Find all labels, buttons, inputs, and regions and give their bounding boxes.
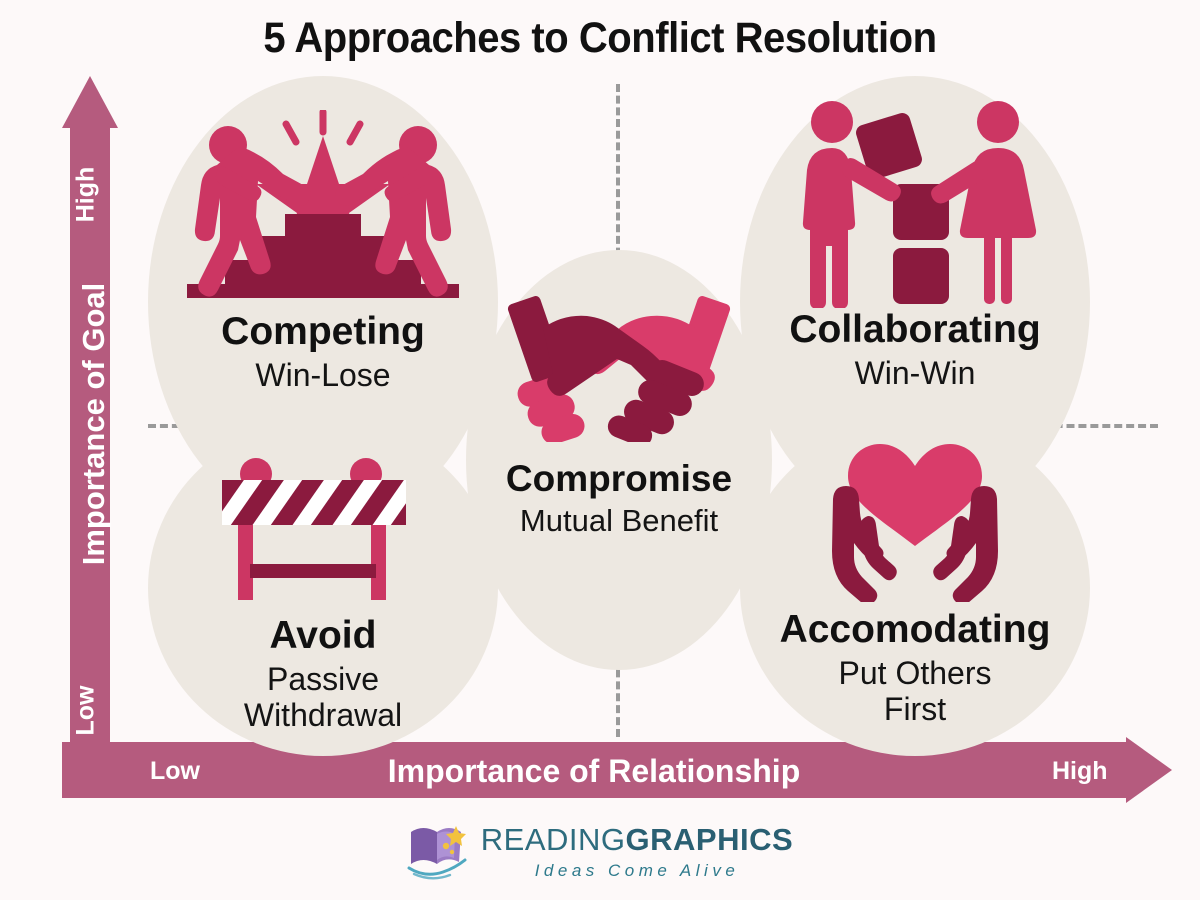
logo-wordmark: READINGGRAPHICS [481, 824, 793, 855]
y-axis-title: Importance of Goal [76, 282, 111, 566]
x-axis-arrowhead [1126, 737, 1172, 803]
y-axis-high-label: High [71, 166, 100, 223]
quadrant-competing[interactable]: Competing Win-Lose [148, 76, 498, 528]
quadrant-collaborating-name: Collaborating [789, 308, 1041, 351]
quadrant-accommodating-descriptor-line1: Put Others [838, 654, 992, 691]
page-title: 5 Approaches to Conflict Resolution [263, 14, 937, 62]
quadrant-competing-descriptor: Win-Lose [255, 356, 391, 393]
quadrant-compromise-descriptor: Mutual Benefit [519, 502, 719, 538]
two-runners-podium-star-icon [173, 110, 473, 306]
x-axis-high-label: High [1052, 757, 1108, 785]
quadrant-competing-name: Competing [221, 310, 425, 353]
logo-tagline: Ideas Come Alive [534, 860, 740, 880]
quadrant-blob [148, 420, 498, 756]
y-axis-shaft [70, 122, 110, 782]
quadrant-compromise-name: Compromise [505, 458, 733, 499]
x-axis-title: Importance of Relationship [387, 753, 801, 789]
y-axis-arrowhead [62, 76, 118, 128]
heart-in-hands-icon [810, 442, 1020, 602]
quadrant-avoid[interactable]: Avoid Passive Withdrawal [148, 420, 498, 756]
quadrant-accommodating-descriptor-line2: First [883, 691, 947, 728]
y-axis: High Importance of Goal Low [62, 76, 118, 782]
quadrant-divider-vertical-top [616, 84, 620, 314]
handshake-icon [499, 292, 739, 442]
quadrant-avoid-descriptor-line1: Passive [266, 660, 380, 697]
quadrant-compromise[interactable]: Compromise Mutual Benefit [466, 250, 772, 670]
x-axis-low-label: Low [150, 757, 200, 785]
quadrant-accommodating-name: Accomodating [779, 608, 1051, 651]
open-book-stars-icon [407, 822, 469, 880]
logo-word-light: READING [480, 821, 626, 857]
two-people-stacking-blocks-icon [790, 98, 1040, 308]
quadrant-collaborating-descriptor: Win-Win [854, 354, 976, 391]
readingraphics-logo[interactable]: READINGGRAPHICS Ideas Come Alive [0, 813, 1200, 889]
quadrant-avoid-descriptor-line2: Withdrawal [243, 697, 403, 734]
road-barricade-icon [208, 454, 438, 604]
logo-word-bold: GRAPHICS [625, 821, 794, 857]
quadrant-accommodating[interactable]: Accomodating Put Others First [740, 420, 1090, 756]
quadrant-avoid-name: Avoid [269, 614, 377, 657]
